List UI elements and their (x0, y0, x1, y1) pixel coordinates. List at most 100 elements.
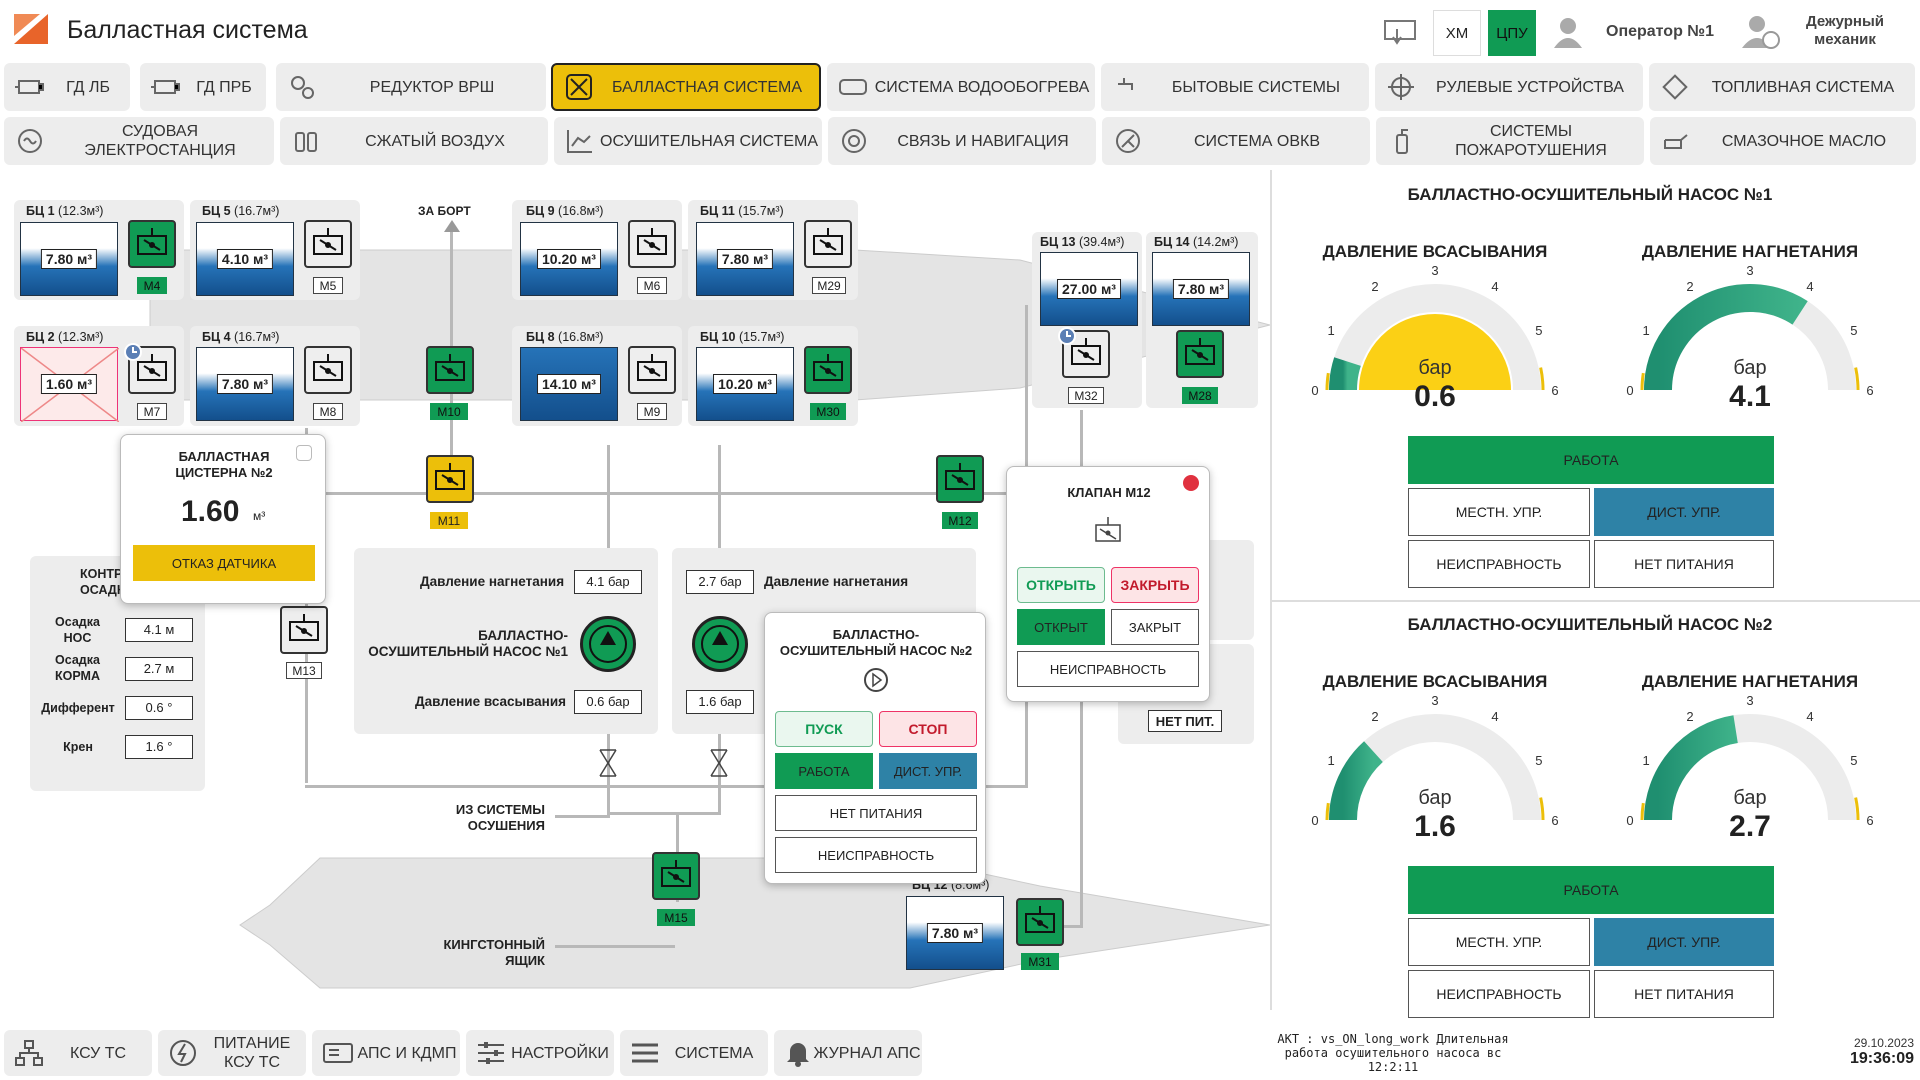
tank-5-value: 4.10 м³ (216, 249, 274, 269)
valve-m28[interactable] (1176, 330, 1224, 378)
tank-10[interactable]: 10.20 м³ (696, 347, 794, 421)
tank-5-label: БЦ 5 (16.7м³) (202, 204, 280, 218)
footer-aps-log[interactable]: ЖУРНАЛ АПС (774, 1030, 922, 1076)
nav-fuel[interactable]: ТОПЛИВНАЯ СИСТЕМА (1649, 63, 1915, 111)
valve-m8[interactable] (304, 346, 352, 394)
tank-2[interactable]: 1.60 м³ (20, 347, 119, 422)
drainage-icon (564, 125, 596, 157)
tank-14[interactable]: 7.80 м³ (1152, 252, 1250, 326)
nav-hvac[interactable]: СИСТЕМА ОВКВ (1102, 117, 1370, 165)
footer-aps-kdmp[interactable]: АПС и КДМП (312, 1030, 460, 1076)
valve-m30[interactable] (804, 346, 852, 394)
pipe-pump-join (607, 812, 721, 815)
nav-power-plant[interactable]: СУДОВАЯ ЭЛЕКТРОСТАНЦИЯ (4, 117, 274, 165)
footer-settings[interactable]: НАСТРОЙКИ (466, 1030, 614, 1076)
pump-1-discharge-gauge-low-zone (1640, 372, 1645, 391)
pump-stop-button[interactable]: СТОП (879, 711, 977, 747)
pump-1-suction-gauge-high-zone (1539, 367, 1545, 391)
sensor-fault-alarm[interactable]: ОТКАЗ ДАТЧИКА (133, 545, 315, 581)
tank-11[interactable]: 7.80 м³ (696, 222, 794, 296)
tank-14-value: 7.80 м³ (1172, 279, 1230, 299)
tank-13-label: БЦ 13 (39.4м³) (1040, 235, 1125, 249)
pump-2-gauge-title: БАЛЛАСТНО-ОСУШИТЕЛЬНЫЙ НАСОС №2 (1407, 615, 1773, 634)
pipe-from-drain (555, 815, 610, 818)
valve-close-button[interactable]: ЗАКРЫТЬ (1111, 567, 1199, 603)
nav-water-heating[interactable]: СИСТЕМА ВОДООБОГРЕВА (827, 63, 1095, 111)
pump-1-fault-status: НЕИСПРАВНОСТЬ (1408, 540, 1590, 588)
xm-button[interactable]: ХМ (1433, 10, 1481, 56)
tank-12[interactable]: 7.80 м³ (906, 896, 1004, 970)
valve-m10[interactable] (426, 346, 474, 394)
pump-2-symbol[interactable] (692, 616, 748, 672)
valve-m32[interactable] (1062, 330, 1110, 378)
tank-13[interactable]: 27.00 м³ (1040, 252, 1138, 326)
tank-8[interactable]: 14.10 м³ (520, 347, 618, 421)
footer-time: 19:36:09 (1849, 1050, 1914, 1067)
tank-1[interactable]: 7.80 м³ (20, 222, 118, 296)
nav-fire[interactable]: СИСТЕМЫ ПОЖАРОТУШЕНИЯ (1376, 117, 1644, 165)
pump-2-suction-title: ДАВЛЕНИЕ ВСАСЫВАНИЯ (1322, 672, 1548, 691)
tank-10-value: 10.20 м³ (713, 374, 777, 394)
helm-icon (1385, 71, 1417, 103)
valve-m13[interactable] (280, 606, 328, 654)
pump-2-discharge-gauge-tick-0: 0 (1626, 813, 1633, 828)
footer-ksu-ts[interactable]: КСУ ТС (4, 1030, 152, 1076)
pump-2-discharge-gauge-value-arc (1644, 715, 1739, 821)
pump-2-popup: БАЛЛАСТНО-ОСУШИТЕЛЬНЫЙ НАСОС №2 ПУСК СТО… (764, 612, 986, 884)
duty-mechanic-label[interactable]: Дежурный механик (1805, 13, 1885, 48)
cpu-button[interactable]: ЦПУ (1488, 10, 1536, 56)
pump-2-local-control[interactable]: МЕСТН. УПР. (1408, 918, 1590, 966)
operator-label[interactable]: Оператор №1 (1606, 23, 1715, 40)
nav-reductor[interactable]: РЕДУКТОР ВРШ (276, 63, 546, 111)
valve-m12-popup: КЛАПАН М12 ОТКРЫТЬ ЗАКРЫТЬ ОТКРЫТ ЗАКРЫТ… (1006, 466, 1210, 702)
valve-m31[interactable] (1016, 898, 1064, 946)
tank-4-value: 7.80 м³ (216, 374, 274, 394)
nav-steering[interactable]: РУЛЕВЫЕ УСТРОЙСТВА (1375, 63, 1643, 111)
pump-2-remote-control[interactable]: ДИСТ. УПР. (1594, 918, 1774, 966)
pump-1-local-control[interactable]: МЕСТН. УПР. (1408, 488, 1590, 536)
valve-m11[interactable] (426, 455, 474, 503)
valve-m29[interactable] (804, 220, 852, 268)
kingston-label: КИНГСТОННЫЙ ЯЩИК (443, 937, 545, 968)
footer-ksu-power[interactable]: ПИТАНИЕ КСУ ТС (158, 1030, 306, 1076)
pump-2-discharge-title: ДАВЛЕНИЕ НАГНЕТАНИЯ (1641, 672, 1859, 691)
pump-1-symbol[interactable] (580, 616, 636, 672)
tank-5[interactable]: 4.10 м³ (196, 222, 294, 296)
pump-1-discharge-gauge-high-zone (1854, 367, 1860, 391)
active-alarm-message[interactable]: АКТ : vs_ON_long_work Длительная работа … (1277, 1032, 1509, 1074)
valve-m6[interactable] (628, 220, 676, 268)
nav-gd-lb[interactable]: ГД ЛБ (4, 63, 130, 111)
pump-1-suction-gauge-tick-2: 2 (1371, 279, 1378, 294)
valve-open-button[interactable]: ОТКРЫТЬ (1017, 567, 1105, 603)
nav-ballast[interactable]: БАЛЛАСТНАЯ СИСТЕМА (551, 63, 821, 111)
pump-1-remote-control[interactable]: ДИСТ. УПР. (1594, 488, 1774, 536)
pump-2-suction-gauge-unit: бар (1418, 787, 1451, 809)
footer-system[interactable]: СИСТЕМА (620, 1030, 768, 1076)
nav-drainage[interactable]: ОСУШИТЕЛЬНАЯ СИСТЕМА (554, 117, 822, 165)
valve-m31-tag: М31 (1021, 953, 1059, 970)
pump-start-button[interactable]: ПУСК (775, 711, 873, 747)
valve-m4[interactable] (128, 220, 176, 268)
oil-can-icon (1660, 125, 1692, 157)
valve-m28-tag: М28 (1182, 387, 1218, 404)
draft-trim-value: 0.6 ° (125, 696, 193, 720)
pump-symbol-icon (864, 668, 888, 692)
tank-2-popup: БАЛЛАСТНАЯ ЦИСТЕРНА №2 1.60 м³ ОТКАЗ ДАТ… (120, 434, 326, 604)
check-valve-icon (599, 749, 617, 777)
nav-household[interactable]: БЫТОВЫЕ СИСТЕМЫ (1101, 63, 1369, 111)
valve-m15[interactable] (652, 852, 700, 900)
nav-comm-nav[interactable]: СВЯЗЬ И НАВИГАЦИЯ (828, 117, 1096, 165)
pump-2-discharge-label: Давление нагнетания (764, 574, 909, 589)
valve-m12-tag: М12 (942, 512, 978, 529)
valve-m9[interactable] (628, 346, 676, 394)
tank-9[interactable]: 10.20 м³ (520, 222, 618, 296)
tank-4[interactable]: 7.80 м³ (196, 347, 294, 421)
valve-m12[interactable] (936, 455, 984, 503)
popup-close-checkbox[interactable] (296, 445, 312, 461)
nav-gd-prb[interactable]: ГД ПрБ (140, 63, 266, 111)
touch-icon[interactable] (1380, 10, 1420, 56)
nav-compressed-air[interactable]: СЖАТЫЙ ВОЗДУХ (280, 117, 548, 165)
valve-m5[interactable] (304, 220, 352, 268)
tank-11-label: БЦ 11 (15.7м³) (700, 204, 784, 218)
nav-lube-oil[interactable]: СМАЗОЧНОЕ МАСЛО (1650, 117, 1916, 165)
